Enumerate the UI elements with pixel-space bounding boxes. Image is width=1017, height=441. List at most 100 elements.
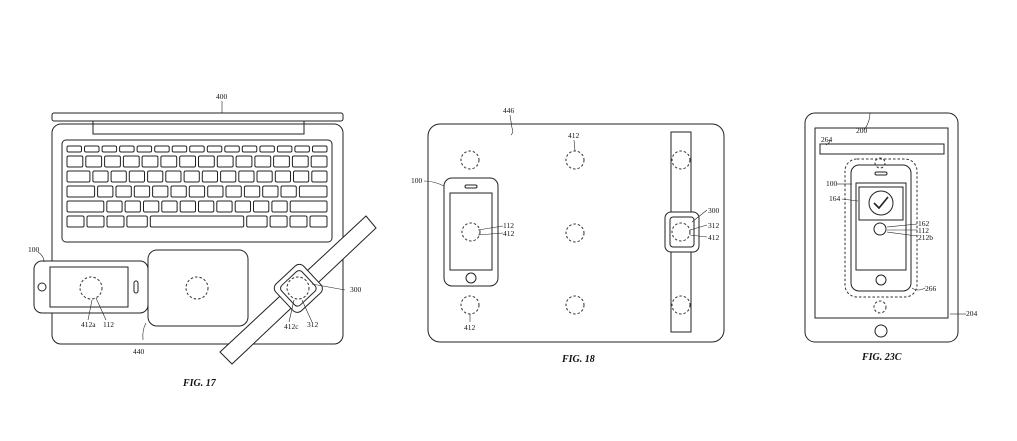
mat-coil (565, 223, 585, 243)
keyboard-key (124, 200, 141, 213)
keyboard-key (86, 215, 105, 228)
keyboard-key (66, 170, 91, 183)
keyboard-key (92, 170, 109, 183)
keyboard-key (269, 215, 288, 228)
label-412: 412 (708, 233, 720, 242)
bottom-coil (873, 300, 887, 314)
watch-device (219, 215, 377, 365)
keyboard-key (271, 200, 288, 213)
keyboard-key (207, 185, 224, 198)
coil-ring (873, 222, 887, 236)
label-162: 162 (918, 219, 930, 228)
laptop-hinge (92, 121, 305, 135)
phone-speaker (464, 184, 478, 189)
keyboard-key (110, 170, 127, 183)
label-300: 300 (350, 285, 362, 294)
label-100: 100 (826, 179, 838, 188)
mat-coil (460, 150, 480, 170)
label-312: 312 (307, 320, 319, 329)
keyboard-key (274, 170, 291, 183)
label-440: 440 (133, 347, 145, 356)
keyboard-key (122, 155, 140, 168)
keyboard-key (141, 155, 159, 168)
keyboard-key (312, 145, 328, 153)
watch-screen (280, 270, 317, 307)
keyboard-key (66, 145, 82, 153)
tablet-body (804, 112, 959, 343)
keyboard-key (161, 200, 178, 213)
keyboard-key (289, 215, 308, 228)
keyboard-key (104, 155, 121, 168)
watch-coil (671, 222, 691, 242)
label-100: 100 (411, 176, 423, 185)
label-412: 412 (503, 229, 515, 238)
top-coil (874, 157, 886, 169)
keyboard-key (311, 170, 328, 183)
laptop-base (51, 123, 344, 345)
phone-home-button (465, 272, 477, 284)
keyboard-key (119, 145, 135, 153)
keyboard-key (293, 170, 310, 183)
keyboard-key (294, 145, 310, 153)
keyboard-key (106, 215, 125, 228)
caption-fig-18: FIG. 18 (561, 354, 595, 365)
keyboard-key (280, 185, 297, 198)
mat-coil (565, 150, 585, 170)
keyboard-key (189, 145, 205, 153)
fig-17: 400 100 412a 112 440 300 412c 312 FIG. 1… (28, 92, 377, 389)
keyboard-key (143, 200, 160, 213)
keyboard-key (165, 170, 182, 183)
caption-fig-23c: FIG. 23C (861, 352, 902, 363)
caption-fig-17: FIG. 17 (182, 378, 217, 389)
phone-speaker (874, 171, 888, 176)
keyboard-key (276, 145, 293, 153)
keyboard-key (234, 200, 251, 213)
keyboard-key (179, 200, 196, 213)
keyboard-key (126, 215, 148, 228)
mat-coil (460, 295, 480, 315)
checkmark-circle (868, 190, 894, 216)
label-204: 204 (966, 309, 978, 318)
label-312: 312 (708, 221, 720, 230)
watch-case (273, 263, 323, 313)
keyboard-key (133, 185, 151, 198)
label-300: 300 (708, 206, 720, 215)
keyboard-key (84, 145, 100, 153)
keyboard-key (241, 145, 258, 153)
keyboard-key (235, 155, 253, 168)
keyboard-key (152, 185, 169, 198)
label-264: 264 (821, 135, 833, 144)
phone-screen (49, 266, 129, 308)
label-400: 400 (216, 92, 228, 101)
keyboard-key (128, 170, 146, 183)
label-446: 446 (503, 106, 515, 115)
label-412a: 412a (81, 320, 96, 329)
display-bar (819, 143, 945, 155)
mat-coil (671, 295, 691, 315)
keyboard-key (243, 185, 261, 198)
label-212b: 212b (918, 233, 933, 242)
keyboard-key (170, 185, 187, 198)
label-164: 164 (829, 194, 841, 203)
keyboard-key (262, 185, 279, 198)
keyboard-key (66, 155, 84, 168)
label-412c: 412c (284, 322, 299, 331)
keyboard-key (154, 145, 170, 153)
trackpad (147, 249, 249, 327)
phone-screen (855, 182, 907, 271)
keyboard-key (216, 155, 234, 168)
keyboard-key (149, 215, 245, 228)
keyboard-key (256, 170, 273, 183)
keyboard-key (183, 170, 200, 183)
phone-device (33, 260, 149, 314)
label-112: 112 (503, 221, 514, 230)
keyboard-key (66, 215, 85, 228)
keyboard-key (309, 215, 328, 228)
keyboard-key (259, 145, 275, 153)
keyboard-keys (66, 145, 328, 228)
placement-outline (844, 158, 918, 298)
phone-screen (449, 192, 493, 271)
keyboard-key (216, 200, 233, 213)
label-112: 112 (103, 320, 114, 329)
